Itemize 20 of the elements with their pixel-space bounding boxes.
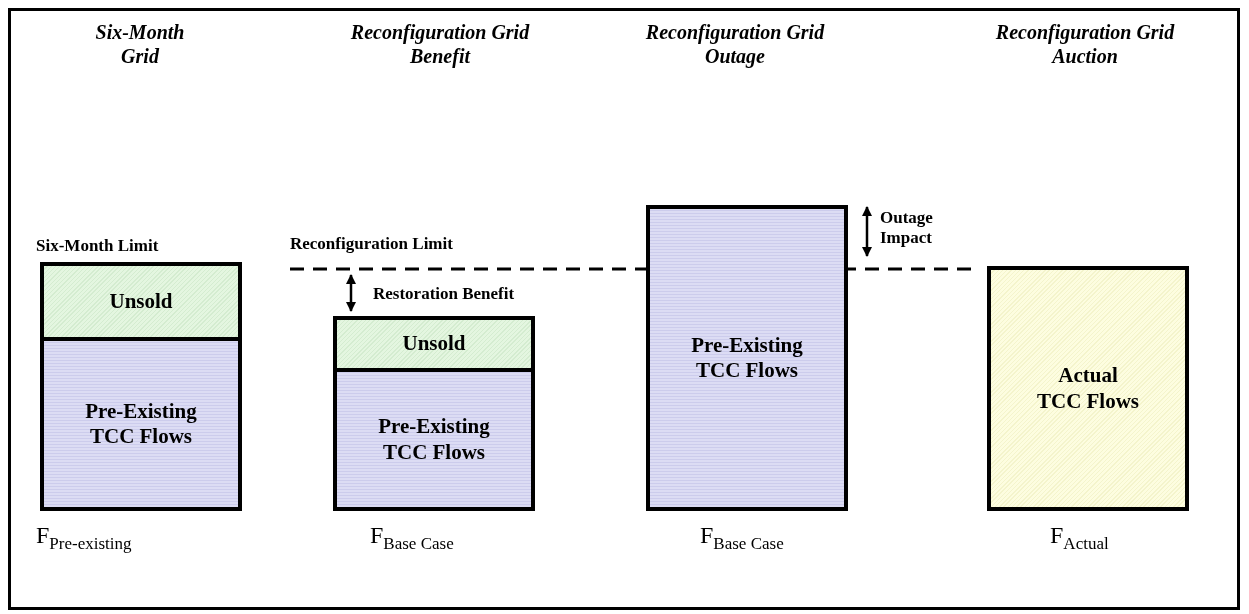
variable-label: F$_{Base Case}$ bbox=[370, 522, 454, 554]
variable-label: F$_{Actual}$ bbox=[1050, 522, 1109, 554]
column-heading: Six-Month Grid bbox=[94, 20, 186, 68]
bar-label: Unsold bbox=[402, 331, 466, 357]
column-heading: Reconfiguration Grid Benefit bbox=[349, 20, 531, 68]
bar-label: Pre-Existing TCC Flows bbox=[84, 398, 198, 450]
bar-label: Unsold bbox=[109, 288, 173, 315]
limit-label: Six-Month Limit bbox=[36, 236, 159, 257]
dimension-label: Restoration Benefit bbox=[373, 284, 515, 305]
limit-label: Reconfiguration Limit bbox=[290, 234, 453, 255]
column-heading: Reconfiguration Grid Outage bbox=[644, 20, 826, 68]
dimension-label: Outage Impact bbox=[880, 208, 934, 249]
flows-bar bbox=[987, 266, 1189, 511]
column-heading: Reconfiguration Grid Auction bbox=[994, 20, 1176, 68]
bar-label: Pre-Existing TCC Flows bbox=[690, 332, 804, 384]
variable-label: F$_{Pre-existing}$ bbox=[36, 522, 132, 554]
bar-label: Pre-Existing TCC Flows bbox=[377, 414, 491, 465]
flows-bar bbox=[646, 205, 848, 511]
variable-label: F$_{Base Case}$ bbox=[700, 522, 784, 554]
bar-label: Actual TCC Flows bbox=[1035, 363, 1141, 414]
